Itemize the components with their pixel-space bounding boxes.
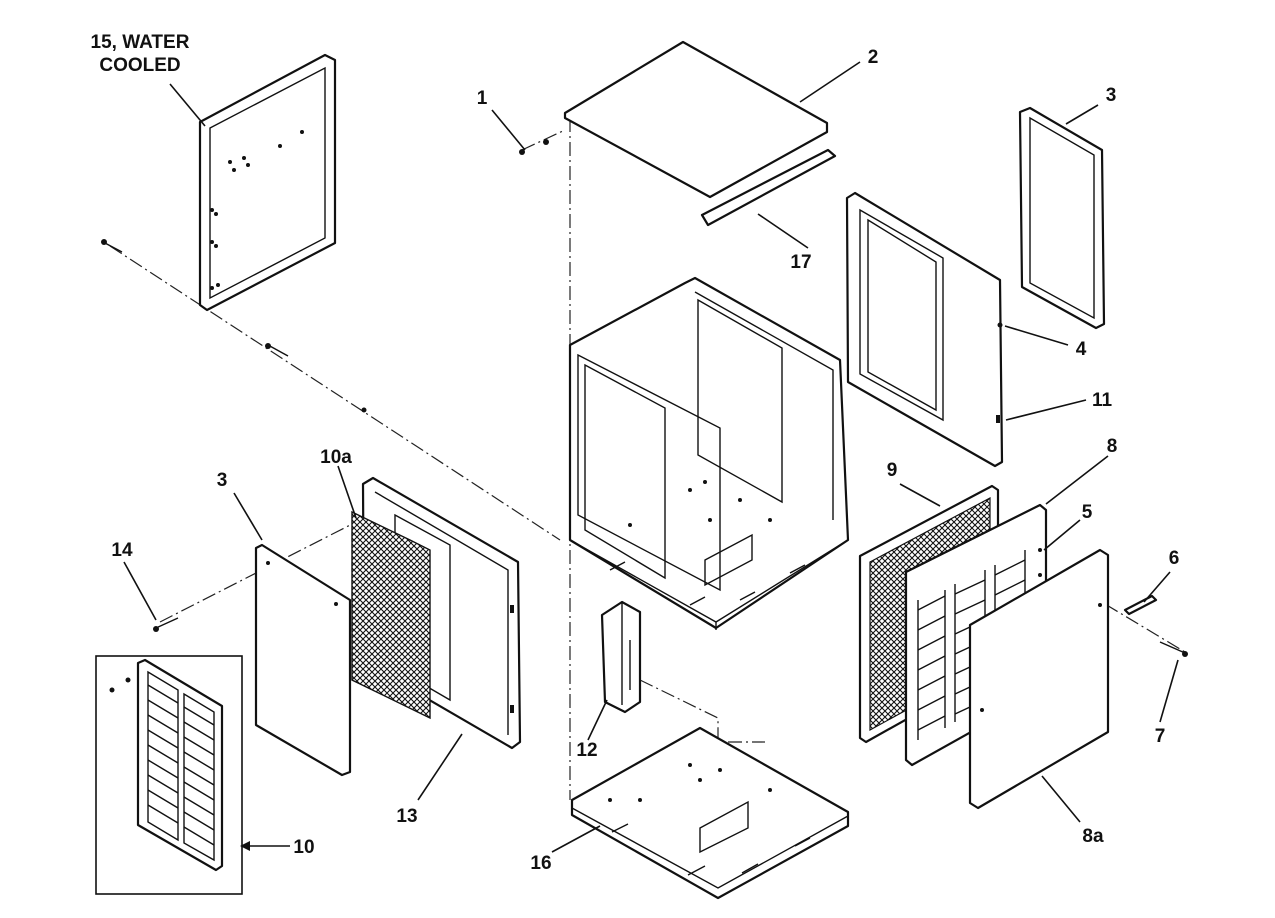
cabinet-frame xyxy=(568,276,850,630)
screw-1 xyxy=(519,139,549,155)
panel-water-cooled xyxy=(198,53,337,312)
label-part-13: 13 xyxy=(396,806,417,827)
label-part-7: 7 xyxy=(1155,726,1166,747)
label-part-15: 15, WATER xyxy=(91,32,190,53)
screw-14 xyxy=(153,617,179,632)
label-part-9: 9 xyxy=(887,460,898,481)
label-part-17: 17 xyxy=(790,252,811,273)
top-bracket xyxy=(700,148,837,227)
gasket-frame-right xyxy=(1018,106,1106,330)
screws-diagonal xyxy=(101,239,367,413)
panel-left xyxy=(254,543,352,777)
part-labels: 15, WATER COOLED 1 2 3 17 4 11 9 8 5 6 7… xyxy=(91,32,1180,874)
label-part-10: 10 xyxy=(293,837,314,858)
filter-mesh-left xyxy=(351,510,431,720)
label-part-8a: 8a xyxy=(1082,826,1104,847)
label-part-8: 8 xyxy=(1107,436,1118,457)
label-part-5: 5 xyxy=(1082,502,1093,523)
label-part-4: 4 xyxy=(1076,339,1087,360)
label-part-12: 12 xyxy=(576,740,597,761)
label-part-15-line2: COOLED xyxy=(99,55,180,76)
front-panel xyxy=(968,548,1110,810)
label-part-11: 11 xyxy=(1092,390,1113,411)
label-part-14: 14 xyxy=(111,540,133,561)
label-part-1: 1 xyxy=(477,88,488,109)
side-panel-right xyxy=(845,191,1004,468)
label-part-10a: 10a xyxy=(320,447,352,468)
label-part-3-left: 3 xyxy=(217,470,228,491)
label-part-3-right: 3 xyxy=(1106,85,1117,106)
label-part-6: 6 xyxy=(1169,548,1180,569)
base-pan xyxy=(570,726,850,900)
leader-lines xyxy=(123,61,1179,853)
inset-box-grille xyxy=(95,655,243,895)
bracket-12 xyxy=(600,600,642,714)
top-panel xyxy=(563,40,829,199)
label-part-2: 2 xyxy=(868,47,879,68)
label-part-16: 16 xyxy=(530,853,551,874)
clip-6 xyxy=(1123,594,1158,616)
screw-7 xyxy=(1098,603,1188,657)
